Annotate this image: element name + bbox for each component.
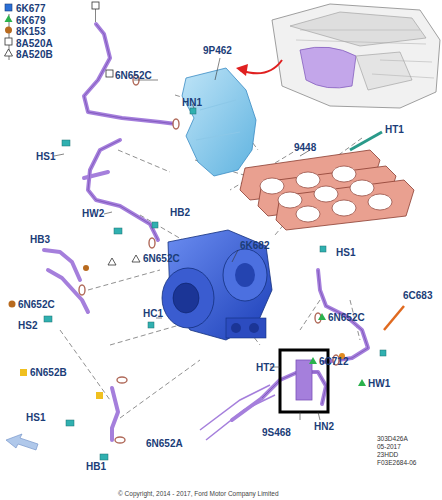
callout-number: HC1 — [143, 308, 163, 319]
callout-number: 6N652A — [146, 438, 183, 449]
callout-number: HN2 — [314, 421, 334, 432]
callout-number: HW1 — [368, 378, 390, 389]
callout-number: HS1 — [26, 412, 45, 423]
callout-number: 6N652C — [328, 312, 365, 323]
callout-number: 6N652B — [30, 367, 67, 378]
heat-shield — [182, 68, 256, 176]
callout-number: 6N652C — [143, 253, 180, 264]
drawing-reference: 05-2017 — [377, 443, 401, 450]
callout-number: 9S468 — [262, 427, 291, 438]
oil-coolant-pipes — [44, 24, 368, 440]
banjo-bolts — [44, 108, 386, 460]
callout-number: 9P462 — [203, 45, 232, 56]
legend-symbols — [5, 2, 100, 60]
view-arrow — [6, 434, 38, 450]
gaskets — [240, 150, 414, 230]
legend-text: 8K153 — [16, 26, 45, 37]
callout-number: 6C683 — [403, 290, 432, 301]
callout-symbols — [9, 70, 367, 399]
sealing-washers — [79, 75, 339, 443]
leader-lines — [54, 58, 320, 420]
pipe-outlines — [84, 24, 368, 404]
engine-thumbnail — [236, 4, 440, 108]
callout-number: HW2 — [82, 208, 104, 219]
gasket-holes — [260, 166, 392, 222]
callout-number: 6K682 — [240, 240, 269, 251]
callout-number: HS1 — [36, 151, 55, 162]
callout-number: 9448 — [294, 142, 316, 153]
callout-number: HS2 — [18, 320, 37, 331]
callout-number: HB2 — [170, 207, 190, 218]
callout-number: HN1 — [182, 97, 202, 108]
legend-text: 8A520B — [16, 49, 53, 60]
callout-number: HB3 — [30, 234, 50, 245]
legend-text: 6K679 — [16, 15, 45, 26]
drawing-reference: F03E2684-06 — [377, 459, 416, 466]
drawing-reference: 303D426A — [377, 435, 408, 442]
callout-number: HB1 — [86, 461, 106, 472]
drawing-reference: 23HDD — [377, 451, 398, 458]
turbocharger — [162, 230, 272, 340]
callout-number: HT1 — [385, 124, 404, 135]
callout-number: HT2 — [256, 362, 275, 373]
callout-number: 6N652C — [115, 70, 152, 81]
legend-text: 8A520A — [16, 38, 53, 49]
callout-number: 6C712 — [319, 356, 348, 367]
legend-text: 6K677 — [16, 3, 45, 14]
copyright-note: © Copyright, 2014 - 2017, Ford Motor Com… — [118, 490, 279, 497]
callout-number: 6N652C — [18, 299, 55, 310]
callout-number: HS1 — [336, 247, 355, 258]
